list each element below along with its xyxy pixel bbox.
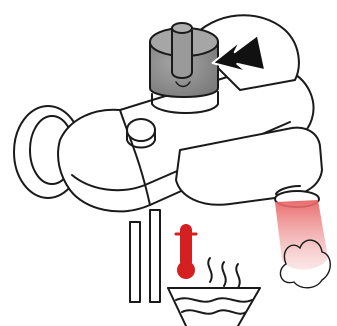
thermometer-icon [176, 224, 196, 279]
hot-water-stream [275, 200, 330, 288]
supply-pipes [130, 210, 160, 302]
basin-icon [168, 288, 260, 326]
steam-wave-icon [208, 258, 239, 288]
